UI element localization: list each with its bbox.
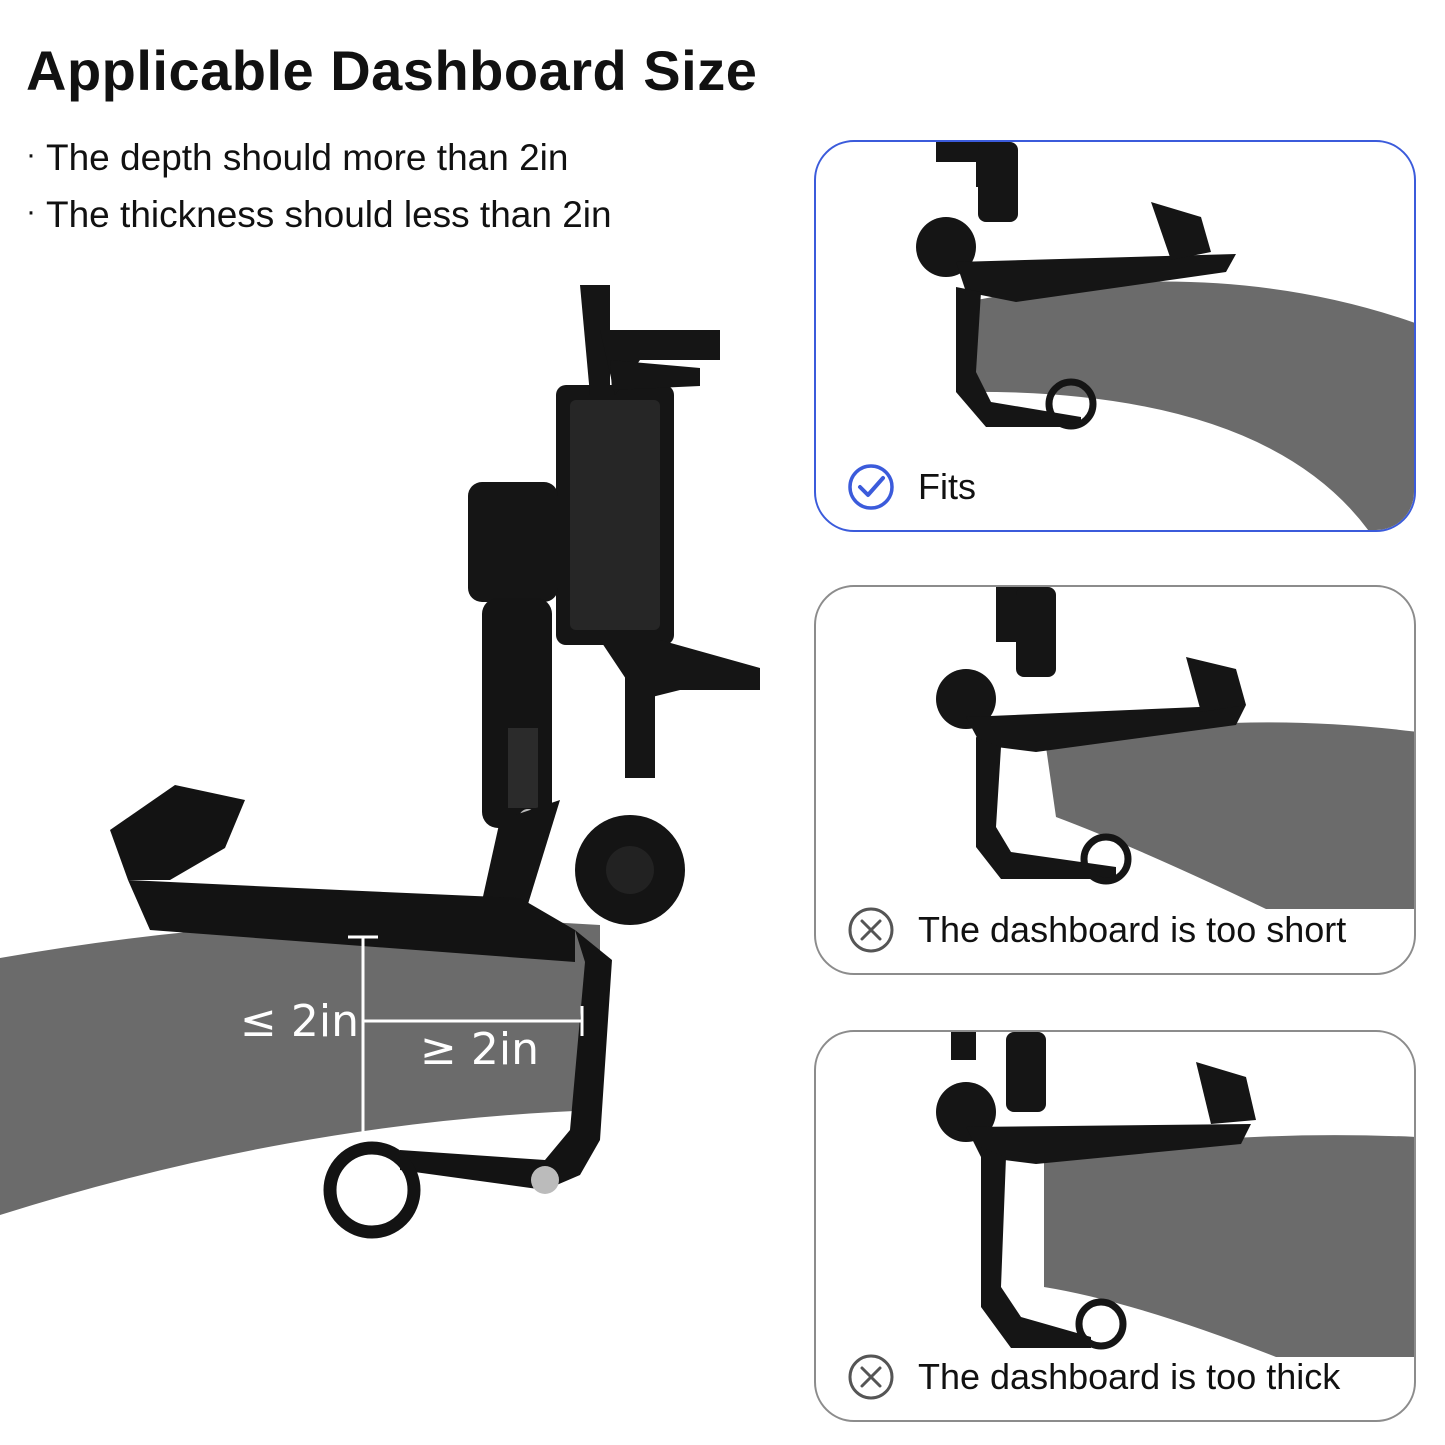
caption-text: The dashboard is too short (918, 909, 1347, 950)
panel-fits: Fits (814, 140, 1416, 532)
too-short-scene-illustration (936, 587, 1414, 909)
page-title: Applicable Dashboard Size (26, 39, 758, 102)
mount-on-dashboard-illustration (0, 285, 760, 1239)
caption-text: The dashboard is too thick (918, 1356, 1341, 1397)
dimension-lines (348, 935, 584, 1139)
phone-cradle (468, 285, 760, 778)
requirements-list: ·The depth should more than 2in ·The thi… (26, 128, 612, 242)
bullet-dot: · (26, 195, 36, 228)
dashboard-shape (1046, 722, 1414, 909)
bullet-dot: · (26, 138, 36, 171)
too-thick-scene-illustration (936, 1032, 1414, 1357)
requirement-thickness: ·The thickness should less than 2in (26, 185, 612, 242)
cross-circle-icon (848, 907, 894, 953)
fit-caption: Fits (846, 462, 976, 512)
panel-too-short: The dashboard is too short (814, 585, 1416, 975)
mount-clip (110, 785, 612, 1239)
requirement-depth: ·The depth should more than 2in (26, 128, 612, 185)
thickness-dimension-label: ≤ 2in (240, 996, 359, 1047)
depth-dimension-label: ≥ 2in (420, 1024, 539, 1075)
too-thick-caption: The dashboard is too thick (846, 1352, 1340, 1402)
cross-circle-icon (848, 1354, 894, 1400)
dashboard-shape (0, 919, 600, 1215)
mount-arm (480, 598, 685, 930)
caption-text: Fits (918, 466, 976, 507)
check-circle-icon (848, 464, 894, 510)
dashboard-shape (956, 281, 1414, 530)
fit-scene-illustration (916, 142, 1414, 530)
panel-too-thick: The dashboard is too thick (814, 1030, 1416, 1422)
dashboard-shape (1044, 1135, 1414, 1357)
too-short-caption: The dashboard is too short (846, 905, 1346, 955)
